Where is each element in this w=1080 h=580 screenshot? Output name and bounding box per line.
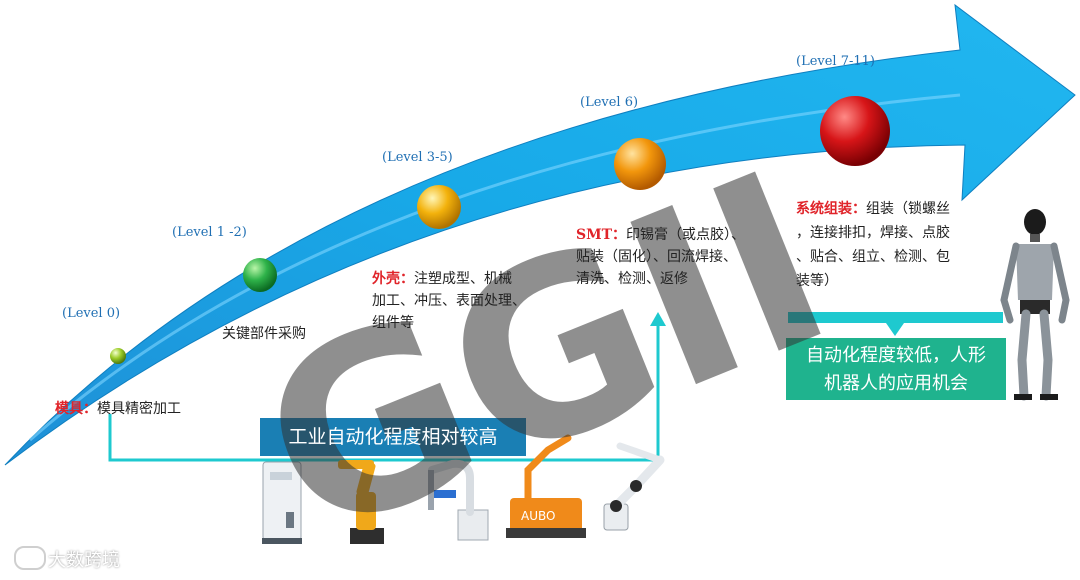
system-line3: 、贴合、组立、检测、包 bbox=[796, 249, 950, 265]
low-automation-bar bbox=[788, 312, 1003, 323]
smt-stage: SMT：印锡膏（或点胶）、 贴装（固化）、回流焊接、 清洗、检测、返修 bbox=[576, 224, 786, 290]
mold-stage: 模具：模具精密加工 bbox=[55, 398, 181, 420]
level-7-11-label: (Level 7-11) bbox=[796, 54, 876, 69]
shell-line2: 加工、冲压、表面处理、 bbox=[372, 293, 526, 309]
level-3-5-label: (Level 3-5) bbox=[382, 150, 453, 165]
shell-title: 外壳： bbox=[372, 271, 414, 287]
low-banner-line1: 自动化程度较低，人形 bbox=[806, 345, 986, 366]
humanoid-robot-icon bbox=[1000, 209, 1070, 401]
shell-stage: 外壳：注塑成型、机械 加工、冲压、表面处理、 组件等 bbox=[372, 268, 572, 334]
bracket-arrowhead bbox=[650, 312, 666, 326]
system-line4: 装等） bbox=[796, 273, 838, 289]
aubo-label: AUBO bbox=[521, 509, 555, 523]
smt-line1: 印锡膏（或点胶）、 bbox=[626, 227, 746, 243]
low-automation-pointer bbox=[886, 323, 904, 336]
level-1-2-ball bbox=[243, 258, 277, 292]
industrial-robot-icon: AUBO bbox=[262, 434, 665, 544]
level-7-11-ball bbox=[820, 96, 890, 166]
system-line1: 组装（锁螺丝 bbox=[866, 201, 950, 217]
system-title: 系统组装： bbox=[796, 201, 866, 217]
shell-line3: 组件等 bbox=[372, 315, 414, 331]
low-automation-banner-box bbox=[786, 338, 1006, 400]
high-automation-banner: 工业自动化程度相对较高 bbox=[288, 426, 498, 448]
mold-title: 模具： bbox=[55, 401, 97, 417]
system-stage: 系统组装：组装（锁螺丝 ，连接排扣，焊接、点胶 、贴合、组立、检测、包 装等） bbox=[796, 197, 1001, 293]
corner-watermark: 大数跨境 bbox=[48, 550, 120, 571]
corner-logo-icon bbox=[14, 546, 46, 570]
level-0-label: (Level 0) bbox=[62, 306, 121, 321]
level-3-5-ball bbox=[417, 185, 461, 229]
level-6-ball bbox=[614, 138, 666, 190]
low-automation-banner: 自动化程度较低，人形 机器人的应用机会 bbox=[786, 342, 1006, 398]
smt-title: SMT： bbox=[576, 227, 627, 243]
shell-line1: 注塑成型、机械 bbox=[414, 271, 512, 287]
high-automation-bracket bbox=[108, 322, 660, 462]
low-banner-line2: 机器人的应用机会 bbox=[824, 373, 968, 394]
level-6-label: (Level 6) bbox=[580, 95, 639, 110]
high-automation-banner-box bbox=[260, 418, 526, 456]
system-line2: ，连接排扣，焊接、点胶 bbox=[796, 225, 950, 241]
smt-line2: 贴装（固化）、回流焊接、 bbox=[576, 249, 737, 265]
smt-line3: 清洗、检测、返修 bbox=[576, 271, 688, 287]
level-0-ball bbox=[110, 348, 126, 364]
level-1-2-label: (Level 1 -2) bbox=[172, 225, 247, 240]
parts-desc: 关键部件采购 bbox=[222, 326, 306, 342]
mold-desc: 模具精密加工 bbox=[97, 401, 181, 417]
